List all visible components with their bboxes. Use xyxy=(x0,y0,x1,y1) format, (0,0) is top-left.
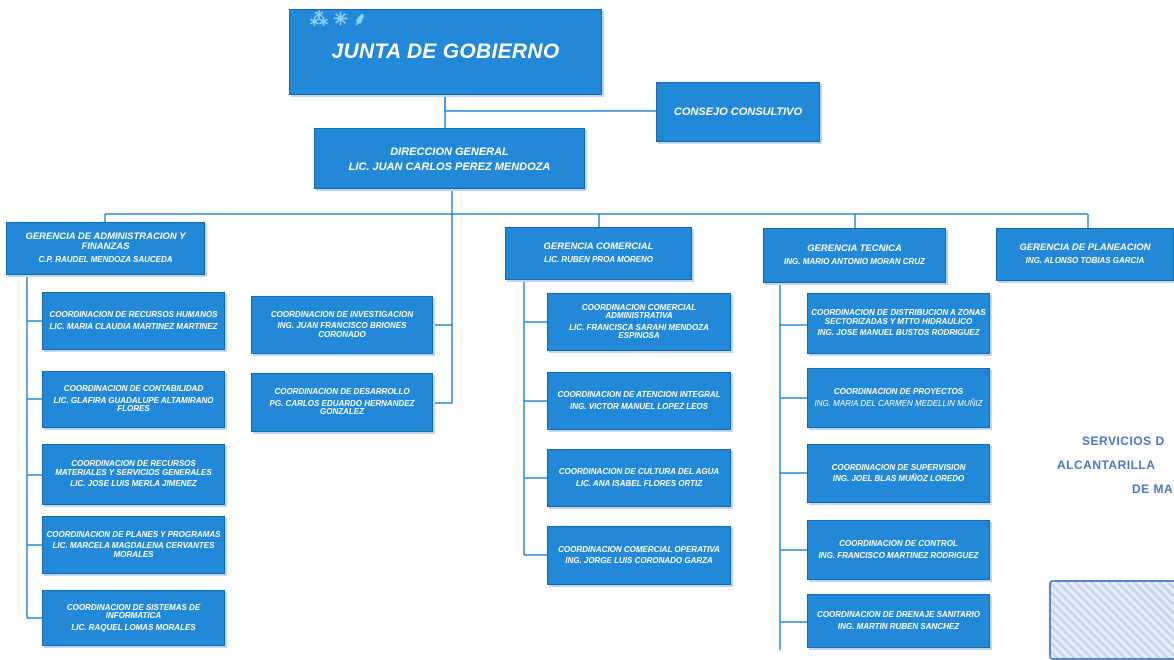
coord-name: LIC. JOSE LUIS MERLA JIMENEZ xyxy=(70,479,197,489)
junta-de-gobierno-box: ⁂ ✳ ⸙ JUNTA DE GOBIERNO xyxy=(289,9,602,95)
coord-title: COORDINACION DE SUPERVISION xyxy=(831,462,966,472)
coord-name: ING. MARTIN RUBEN SANCHEZ xyxy=(837,621,960,631)
consejo-consultivo-box: CONSEJO CONSULTIVO xyxy=(656,82,820,142)
gerencia-comercial-box: GERENCIA COMERCIAL LIC. RUBEN PROA MOREN… xyxy=(505,227,692,280)
coord-name: LIC. GLAFIRA GUADALUPE ALTAMIRANO FLORES xyxy=(53,395,214,414)
coord-title: COORDINACION DE DESARROLLO xyxy=(274,387,410,397)
coord-name: LIC. RAQUEL LOMAS MORALES xyxy=(71,622,196,632)
coord-title: COORDINACION DE ATENCION INTEGRAL xyxy=(557,390,721,400)
official-seal-stamp xyxy=(1049,580,1174,660)
coord-contabilidad-box: COORDINACION DE CONTABILIDAD LIC. GLAFIR… xyxy=(42,371,225,428)
coord-name: LIC. FRANCISCA SARAHI MENDOZA ESPINOSA xyxy=(569,322,709,340)
coord-name: LIC. MARCELA MAGDALENA CERVANTES MORALES xyxy=(52,541,215,559)
coord-sistemas-informatica-box: COORDINACION DE SISTEMAS DE INFORMATICA … xyxy=(42,590,225,646)
coord-title: COORDINACION DE DRENAJE SANITARIO xyxy=(817,610,980,620)
coord-comercial-administrativa-box: COORDINACION COMERCIAL ADMINISTRATIVA LI… xyxy=(547,293,731,351)
coord-title: COORDINACION COMERCIAL OPERATIVA xyxy=(558,544,720,554)
coord-title: COORDINACION COMERCIAL ADMINISTRATIVA xyxy=(581,302,697,321)
coord-name: ING. JOSE MANUEL BUSTOS RODRIGUEZ xyxy=(817,328,980,338)
coord-comercial-operativa-box: COORDINACION COMERCIAL OPERATIVA ING. JO… xyxy=(547,526,731,585)
consejo-title: CONSEJO CONSULTIVO xyxy=(673,105,803,118)
coord-title: COORDINACION DE CONTABILIDAD xyxy=(63,384,204,394)
coord-name: ING. FRANCISCO MARTINEZ RODRIGUEZ xyxy=(818,550,979,560)
coord-drenaje-sanitario-box: COORDINACION DE DRENAJE SANITARIO ING. M… xyxy=(807,594,990,648)
gerencia-administracion-box: GERENCIA DE ADMINISTRACION Y FINANZAS C.… xyxy=(6,222,205,275)
coord-distribucion-box: COORDINACION DE DISTRIBUCION A ZONAS SEC… xyxy=(807,293,990,354)
gerencia-title: GERENCIA DE ADMINISTRACION Y FINANZAS xyxy=(25,231,186,253)
direccion-title: DIRECCION GENERAL xyxy=(390,145,509,158)
coord-name: ING. VICTOR MANUEL LOPEZ LEOS xyxy=(570,401,708,411)
gerencia-planeacion-box: GERENCIA DE PLANEACION ING. ALONSO TOBIA… xyxy=(996,228,1174,281)
coord-cultura-del-agua-box: COORDINACION DE CULTURA DEL AGUA LIC. AN… xyxy=(547,449,731,507)
gerencia-title: GERENCIA DE PLANEACION xyxy=(1019,242,1151,254)
coord-title: COORDINACION DE PROYECTOS xyxy=(833,387,964,397)
coord-name: LIC. MARIA CLAUDIA MARTINEZ MARTINEZ xyxy=(49,321,218,331)
gerencia-name: ING. MARIO ANTONIO MORAN CRUZ xyxy=(784,257,925,267)
direccion-name: LIC. JUAN CARLOS PEREZ MENDOZA xyxy=(348,160,551,173)
coord-investigacion-box: COORDINACION DE INVESTIGACION ING. JUAN … xyxy=(251,296,433,354)
coord-title: COORDINACION DE CONTROL xyxy=(839,539,958,549)
gerencia-title: GERENCIA COMERCIAL xyxy=(543,241,654,253)
coord-title: COORDINACION DE INVESTIGACION xyxy=(270,309,414,319)
coord-title: COORDINACION DE RECURSOS MATERIALES Y SE… xyxy=(55,459,212,477)
stamp-text-line3: DE MA xyxy=(1132,482,1174,496)
coord-title: COORDINACION DE SISTEMAS DE INFORMATICA xyxy=(66,602,201,621)
coord-atencion-integral-box: COORDINACION DE ATENCION INTEGRAL ING. V… xyxy=(547,372,731,430)
coord-title: COORDINACION DE PLANES Y PROGRAMAS xyxy=(46,529,221,539)
connector-junta-consejo xyxy=(444,95,656,112)
gerencia-name: LIC. RUBEN PROA MORENO xyxy=(543,255,654,265)
coord-name: ING. MARIA DEL CARMEN MEDELLIN MUÑIZ xyxy=(814,398,983,408)
coord-name: LIC. ANA ISABEL FLORES ORTIZ xyxy=(575,478,703,488)
scratch-marks-decoration: ⁂ ✳ ⸙ xyxy=(310,9,367,29)
coord-title: COORDINACION DE DISTRIBUCION A ZONAS SEC… xyxy=(811,308,986,326)
direccion-general-box: DIRECCION GENERAL LIC. JUAN CARLOS PEREZ… xyxy=(314,128,585,189)
coord-title: COORDINACION DE CULTURA DEL AGUA xyxy=(558,467,720,477)
junta-title: JUNTA DE GOBIERNO xyxy=(331,39,560,63)
coord-name: ING. JORGE LUIS CORONADO GARZA xyxy=(565,556,713,565)
coord-title: COORDINACION DE RECURSOS HUMANOS xyxy=(49,310,218,320)
coord-proyectos-box: COORDINACION DE PROYECTOS ING. MARIA DEL… xyxy=(807,368,990,428)
coord-recursos-humanos-box: COORDINACION DE RECURSOS HUMANOS LIC. MA… xyxy=(42,292,225,350)
coord-name: ING. JOEL BLAS MUÑOZ LOREDO xyxy=(832,474,965,483)
gerencia-name: C.P. RAUDEL MENDOZA SAUCEDA xyxy=(38,255,173,265)
coord-control-box: COORDINACION DE CONTROL ING. FRANCISCO M… xyxy=(807,520,990,580)
stamp-text-line2: ALCANTARILLA xyxy=(1057,458,1156,472)
connector-direccion-coords xyxy=(433,214,453,404)
coord-supervision-box: COORDINACION DE SUPERVISION ING. JOEL BL… xyxy=(807,444,990,503)
coord-planes-programas-box: COORDINACION DE PLANES Y PROGRAMAS LIC. … xyxy=(42,516,225,574)
gerencia-name: ING. ALONSO TOBIAS GARCIA xyxy=(1025,256,1145,266)
gerencia-tecnica-box: GERENCIA TECNICA ING. MARIO ANTONIO MORA… xyxy=(763,228,946,283)
gerencia-title: GERENCIA TECNICA xyxy=(807,243,902,255)
coord-recursos-materiales-box: COORDINACION DE RECURSOS MATERIALES Y SE… xyxy=(42,444,225,505)
coord-name: PG. CARLOS EDUARDO HERNANDEZ GONZALEZ xyxy=(269,398,415,417)
coord-name: ING. JUAN FRANCISCO BRIONES CORONADO xyxy=(277,321,407,339)
stamp-text-line1: SERVICIOS D xyxy=(1082,434,1165,448)
coord-desarrollo-box: COORDINACION DE DESARROLLO PG. CARLOS ED… xyxy=(251,373,433,432)
